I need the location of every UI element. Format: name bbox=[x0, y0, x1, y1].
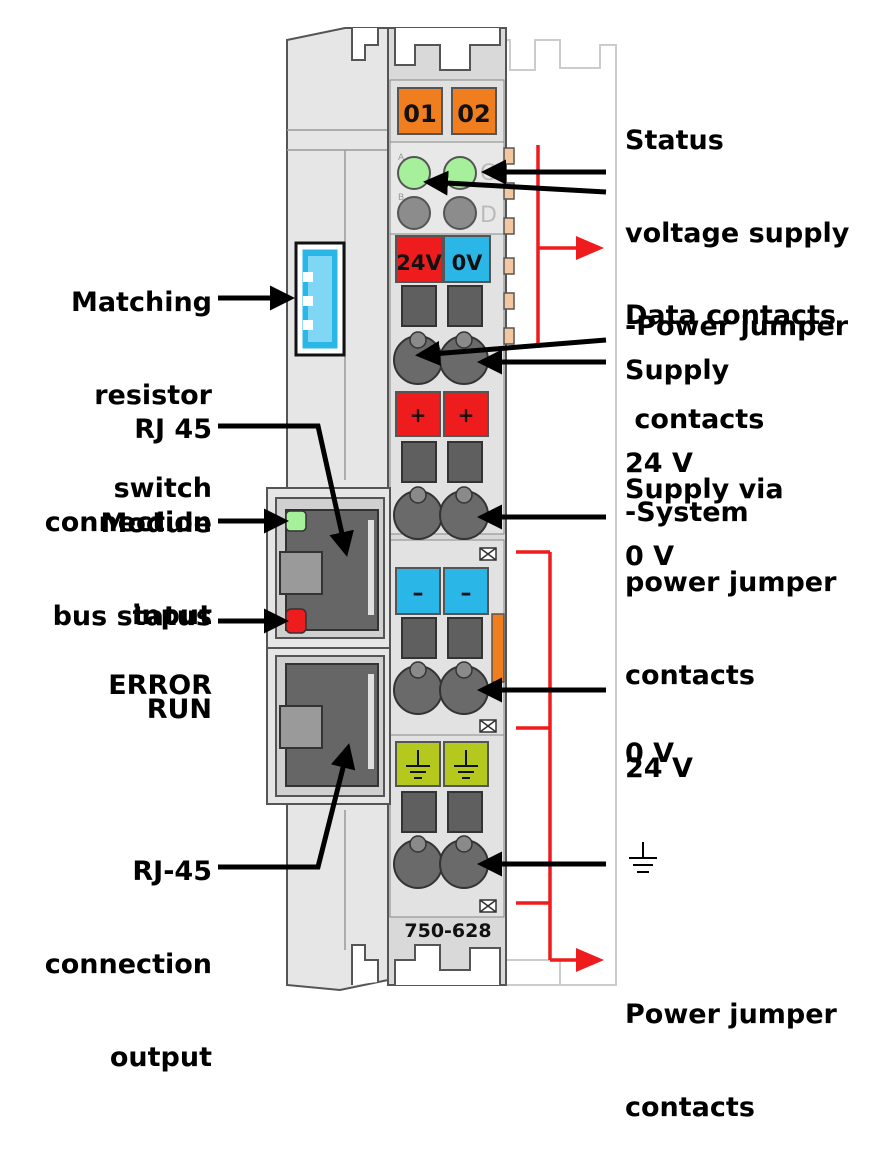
svg-text:+: + bbox=[458, 403, 475, 427]
matching-resistor-label: Matching resistor switch bbox=[70, 287, 212, 504]
supply-jumper-label: Supply via power jumper contacts 24 V bbox=[625, 474, 837, 784]
ground-symbol-icon bbox=[629, 842, 657, 873]
power-jumper-bracket bbox=[516, 550, 580, 962]
led-label-02: 02 bbox=[451, 87, 497, 135]
terminal-label-minus-2: – bbox=[443, 567, 489, 615]
model-number: 750-628 bbox=[404, 920, 491, 942]
error-led bbox=[285, 608, 307, 634]
power-jumper-contact-orange bbox=[491, 613, 505, 683]
power-jumper-arrowhead bbox=[576, 948, 604, 972]
svg-text:–: – bbox=[461, 581, 472, 606]
clamp-slot bbox=[401, 285, 437, 327]
left-arrows bbox=[218, 285, 356, 870]
svg-text:24V: 24V bbox=[396, 251, 442, 275]
power-jumper-clips bbox=[479, 547, 497, 913]
clamp-slot bbox=[401, 791, 437, 833]
svg-text:–: – bbox=[413, 581, 424, 606]
terminal-label-0v: 0V bbox=[443, 235, 491, 283]
data-contacts-label: Data contacts bbox=[625, 300, 837, 331]
clamp-slot bbox=[447, 285, 483, 327]
matching-resistor-switch[interactable] bbox=[294, 241, 346, 357]
module-bus-label: Module bus status RUN bbox=[52, 508, 212, 725]
arrow-rj45-output bbox=[218, 743, 356, 870]
data-contacts bbox=[503, 147, 515, 345]
svg-text:0V: 0V bbox=[452, 251, 484, 275]
clamp-opening-plus-1[interactable] bbox=[393, 486, 443, 540]
led-label-01-text: 01 bbox=[403, 100, 436, 128]
data-contacts-arrowhead bbox=[576, 236, 604, 260]
diagram-canvas: 01 02 A B C D 24V 0V + bbox=[218, 27, 657, 992]
led-b-marker: B bbox=[398, 193, 404, 203]
terminal-label-ground-1 bbox=[395, 741, 441, 787]
clamp-slot bbox=[447, 791, 483, 833]
status-led-a bbox=[397, 156, 431, 190]
error-label: ERROR bbox=[108, 670, 212, 701]
rj45-output-label: RJ-45 connection output bbox=[44, 856, 212, 1073]
supply-label: Supply 24 V 0 V bbox=[625, 355, 730, 572]
terminal-label-minus-1: – bbox=[395, 567, 441, 615]
clamp-opening-minus-1[interactable] bbox=[393, 661, 443, 715]
led-label-02-text: 02 bbox=[457, 100, 490, 128]
terminal-label-ground-2 bbox=[443, 741, 489, 787]
clamp-opening-ground-1[interactable] bbox=[393, 835, 443, 889]
svg-text:+: + bbox=[410, 403, 427, 427]
data-contacts-bracket bbox=[536, 145, 580, 348]
arrow-rj45-input bbox=[218, 423, 354, 557]
clamp-slot bbox=[447, 617, 483, 659]
clamp-opening-plus-2[interactable] bbox=[439, 486, 489, 540]
status-led-b bbox=[397, 196, 431, 230]
status-led-d bbox=[443, 196, 477, 230]
rj45-output-port[interactable] bbox=[275, 655, 385, 797]
rj45-input-label: RJ 45 connection input bbox=[44, 414, 212, 631]
power-jumper-label: Power jumper contacts bbox=[625, 999, 837, 1123]
led-label-01: 01 bbox=[397, 87, 443, 135]
zero-v-label: 0 V bbox=[625, 738, 675, 769]
terminal-label-plus-1: + bbox=[395, 391, 441, 437]
led-d-marker: D bbox=[480, 203, 497, 228]
status-label: Status voltage supply -Power jumper cont… bbox=[625, 125, 850, 528]
clamp-slot bbox=[401, 617, 437, 659]
clamp-slot bbox=[447, 441, 483, 483]
right-arrows bbox=[415, 159, 607, 877]
run-led bbox=[285, 510, 307, 532]
terminal-label-24v: 24V bbox=[395, 235, 443, 283]
terminal-label-plus-2: + bbox=[443, 391, 489, 437]
clamp-slot bbox=[401, 441, 437, 483]
arrow-supply-24v bbox=[415, 337, 607, 366]
led-a-marker: A bbox=[398, 153, 405, 163]
arrow-status-system bbox=[423, 170, 607, 196]
